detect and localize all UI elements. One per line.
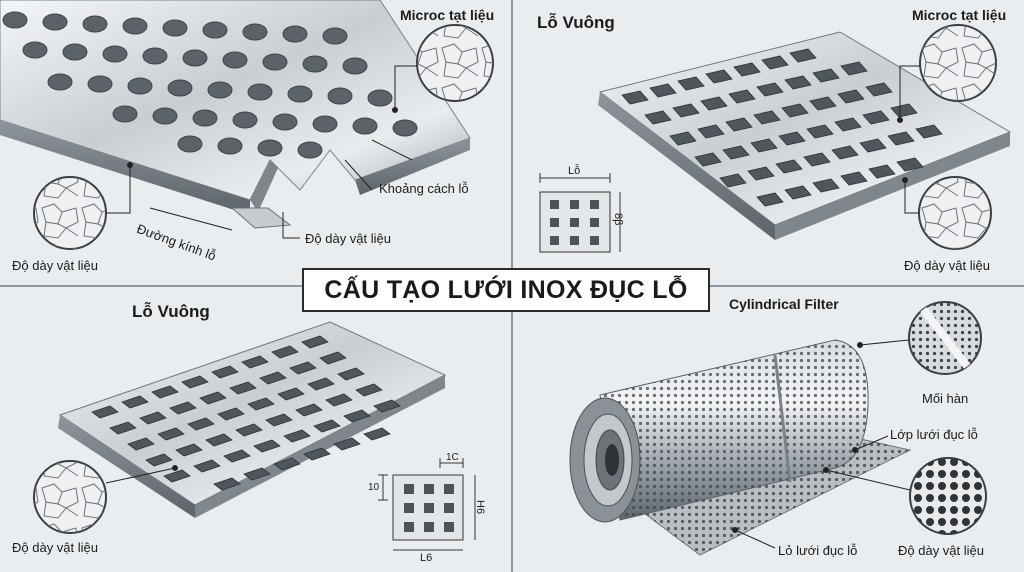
square-top-heading: Lỗ Vuông [537,13,615,32]
round-thickness-label-mid: Độ dày vật liệu [305,231,391,246]
square-bottom-dim-bottom: L6 [420,552,433,564]
square-top-dim-width: Lỗ [568,165,581,177]
cylindrical-filter-roll [569,301,987,556]
square-top-thickness-label: Độ dày vật liệu [904,258,990,273]
cylinder-mesh-hole-label: Lỏ lưới đục lỗ [778,543,858,558]
round-hole-plate [0,0,494,250]
square-bottom-dim-right: H6 [474,500,486,515]
square-bottom-dim-left: 10 [368,482,380,493]
cylinder-weld-label: Mối hàn [922,391,969,406]
cylinder-mesh-layer-label: Lớp lưới đục lỗ [890,427,978,442]
square-hole-plate-bottom [33,321,476,551]
square-bottom-dim-top: 1C [446,452,459,463]
round-spacing-label: Khoảng cách lỗ [379,181,469,196]
round-microc-label: Microc tạt liệu [400,7,495,23]
square-bottom-heading: Lỗ Vuông [132,302,210,321]
square-bottom-thickness-label: Độ dày vật liệu [12,540,98,555]
square-top-microc-label: Microc tạt liệu [912,7,1007,23]
cylinder-heading: Cylindrical Filter [729,296,839,312]
square-hole-plate-top [539,24,1012,253]
round-thickness-label-left: Độ dày vật liệu [12,258,98,273]
main-title: CẤU TẠO LƯỚI INOX ĐỤC LỖ [302,268,710,312]
square-top-dim-height: 8β [612,213,624,226]
cylinder-thickness-label: Độ dày vật liệu [898,543,984,558]
